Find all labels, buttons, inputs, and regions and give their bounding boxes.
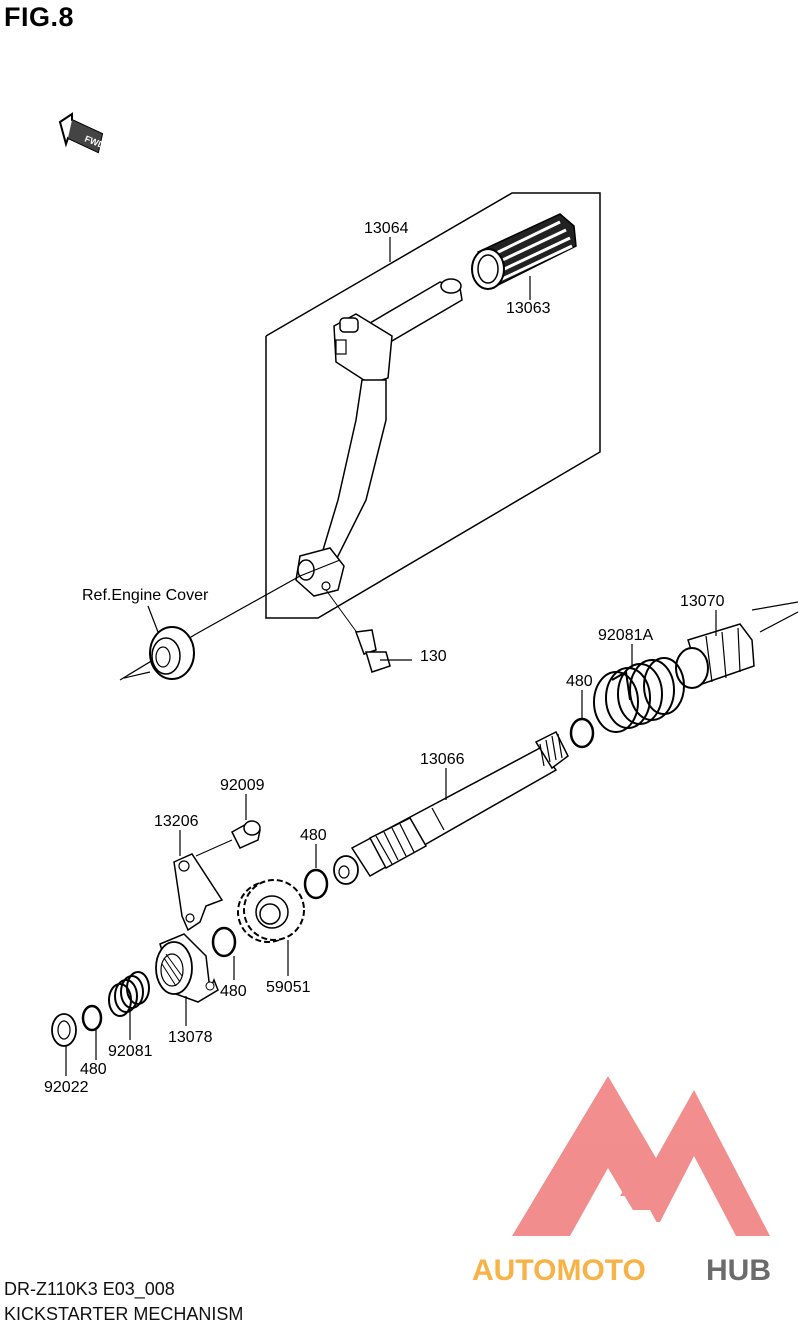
automotohub-wordmark: AUTOMOTO HUB xyxy=(472,1254,771,1287)
kick-lever-13064 xyxy=(295,278,463,597)
circlip-480 xyxy=(569,717,595,749)
label-59051: 59051 xyxy=(266,979,311,996)
label-92081: 92081 xyxy=(108,1043,153,1060)
diagram-name: KICKSTARTER MECHANISM xyxy=(4,1304,244,1324)
assembly-outline xyxy=(265,192,601,619)
bolt-130 xyxy=(325,589,391,673)
label-480: 480 xyxy=(80,1061,107,1078)
fwd-arrow-icon: FWD xyxy=(58,112,106,154)
automotohub-logo-icon xyxy=(512,1076,770,1236)
gear-59051 xyxy=(237,879,305,943)
label-92081a: 92081A xyxy=(598,627,653,644)
bolt-92009 xyxy=(195,820,261,857)
ratchet-13078 xyxy=(155,933,219,1003)
oil-seal xyxy=(149,626,195,680)
spring-92081 xyxy=(108,971,150,1017)
washer-92022 xyxy=(51,1013,77,1047)
circlip-480 xyxy=(303,868,329,900)
diagram-code: DR-Z110K3 E03_008 xyxy=(4,1279,175,1299)
spring-guide-13070 xyxy=(675,623,755,689)
label-480: 480 xyxy=(566,673,593,690)
kick-shaft-13066 xyxy=(333,730,569,885)
label-13078: 13078 xyxy=(168,1029,213,1046)
figure-title: FIG.8 xyxy=(4,2,75,32)
label-480: 480 xyxy=(300,827,327,844)
label-13066: 13066 xyxy=(420,751,465,768)
label-480: 480 xyxy=(220,983,247,1000)
circlip-480 xyxy=(81,1004,103,1032)
label-13064: 13064 xyxy=(364,220,409,237)
label-13206: 13206 xyxy=(154,813,199,830)
label-13070: 13070 xyxy=(680,593,725,610)
label-13063: 13063 xyxy=(506,300,551,317)
circlip-480 xyxy=(211,926,237,958)
wordmark-hub: HUB xyxy=(706,1254,771,1287)
rubber-grip-13063 xyxy=(471,213,577,290)
axis-line xyxy=(195,575,301,635)
label-ref-engine-cover: Ref.Engine Cover xyxy=(82,587,209,604)
wordmark-automoto: AUTOMOTO xyxy=(472,1254,646,1287)
spring-92081a xyxy=(593,657,685,733)
label-92022: 92022 xyxy=(44,1079,89,1096)
leader-lines xyxy=(65,237,717,1076)
guide-plate-13206 xyxy=(173,853,224,932)
label-130: 130 xyxy=(420,648,447,665)
label-92009: 92009 xyxy=(220,777,265,794)
